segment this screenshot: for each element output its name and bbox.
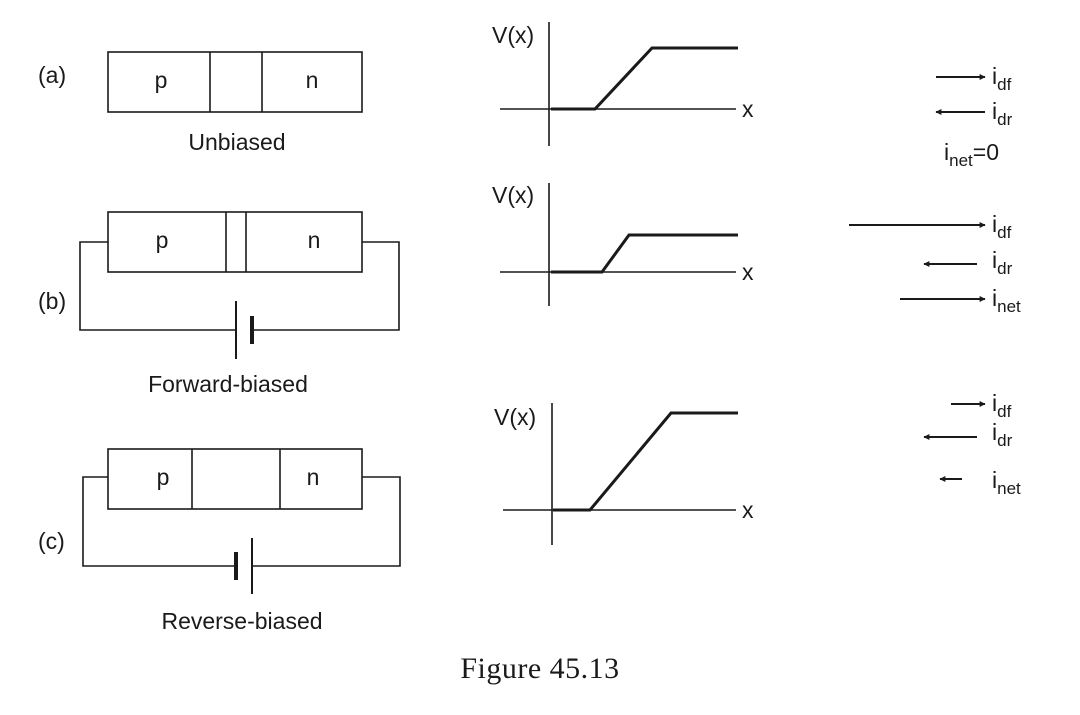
figure-caption: Figure 45.13: [460, 652, 619, 685]
label-i-df: idf: [992, 390, 1012, 421]
wire-right: [252, 476, 401, 567]
label-i-net: inet: [992, 285, 1021, 316]
n-region-label: n: [308, 227, 321, 253]
caption-reverse-biased: Reverse-biased: [161, 608, 322, 634]
panel-a: (a) p n Unbiased V(x) x idf idr inet=0: [38, 22, 1013, 170]
label-i-dr: idr: [992, 247, 1013, 278]
n-region-label: n: [307, 464, 320, 490]
currents-a: idf idr inet=0: [935, 63, 1013, 170]
potential-graph-c: V(x) x: [494, 403, 754, 545]
potential-curve: [551, 46, 738, 111]
panel-c-tag: (c): [38, 528, 65, 554]
pn-junction-reverse-biased: p n: [107, 448, 363, 510]
bias-circuit-reverse: [82, 476, 401, 594]
wire-left: [79, 241, 236, 331]
x-axis-label: x: [742, 259, 754, 285]
p-region-label: p: [155, 67, 168, 93]
caption-unbiased: Unbiased: [188, 129, 285, 155]
x-axis-label: x: [742, 497, 754, 523]
potential-graph-b: V(x) x: [492, 182, 754, 306]
p-region-label: p: [157, 464, 170, 490]
wire-right: [252, 241, 400, 331]
wire-left: [82, 476, 236, 567]
caption-forward-biased: Forward-biased: [148, 371, 308, 397]
n-region-label: n: [306, 67, 319, 93]
label-i-net: inet=0: [944, 139, 999, 170]
pn-junction-forward-biased: p n: [107, 211, 363, 273]
y-axis-label: V(x): [492, 182, 534, 208]
label-i-df: idf: [992, 63, 1012, 94]
junction-outline: [107, 211, 363, 273]
x-axis-label: x: [742, 96, 754, 122]
bias-circuit-forward: [79, 241, 400, 359]
label-i-net: inet: [992, 467, 1021, 498]
potential-curve: [551, 233, 738, 274]
panel-b: (b) p n Forward-biased V(x) x idf idr: [38, 182, 1021, 397]
potential-curve: [553, 411, 738, 512]
panel-b-tag: (b): [38, 288, 66, 314]
junction-outline: [107, 51, 363, 113]
panel-c: (c) p n Reverse-biased V(x) x idf idr: [38, 390, 1021, 634]
label-i-df: idf: [992, 211, 1012, 242]
potential-graph-a: V(x) x: [492, 22, 754, 146]
panel-a-tag: (a): [38, 62, 66, 88]
p-region-label: p: [156, 227, 169, 253]
y-axis-label: V(x): [494, 404, 536, 430]
label-i-dr: idr: [992, 419, 1013, 450]
y-axis-label: V(x): [492, 22, 534, 48]
currents-c: idf idr inet: [923, 390, 1021, 498]
pn-junction-unbiased: p n: [107, 51, 363, 113]
junction-outline: [107, 448, 363, 510]
currents-b: idf idr inet: [849, 211, 1021, 316]
label-i-dr: idr: [992, 98, 1013, 129]
